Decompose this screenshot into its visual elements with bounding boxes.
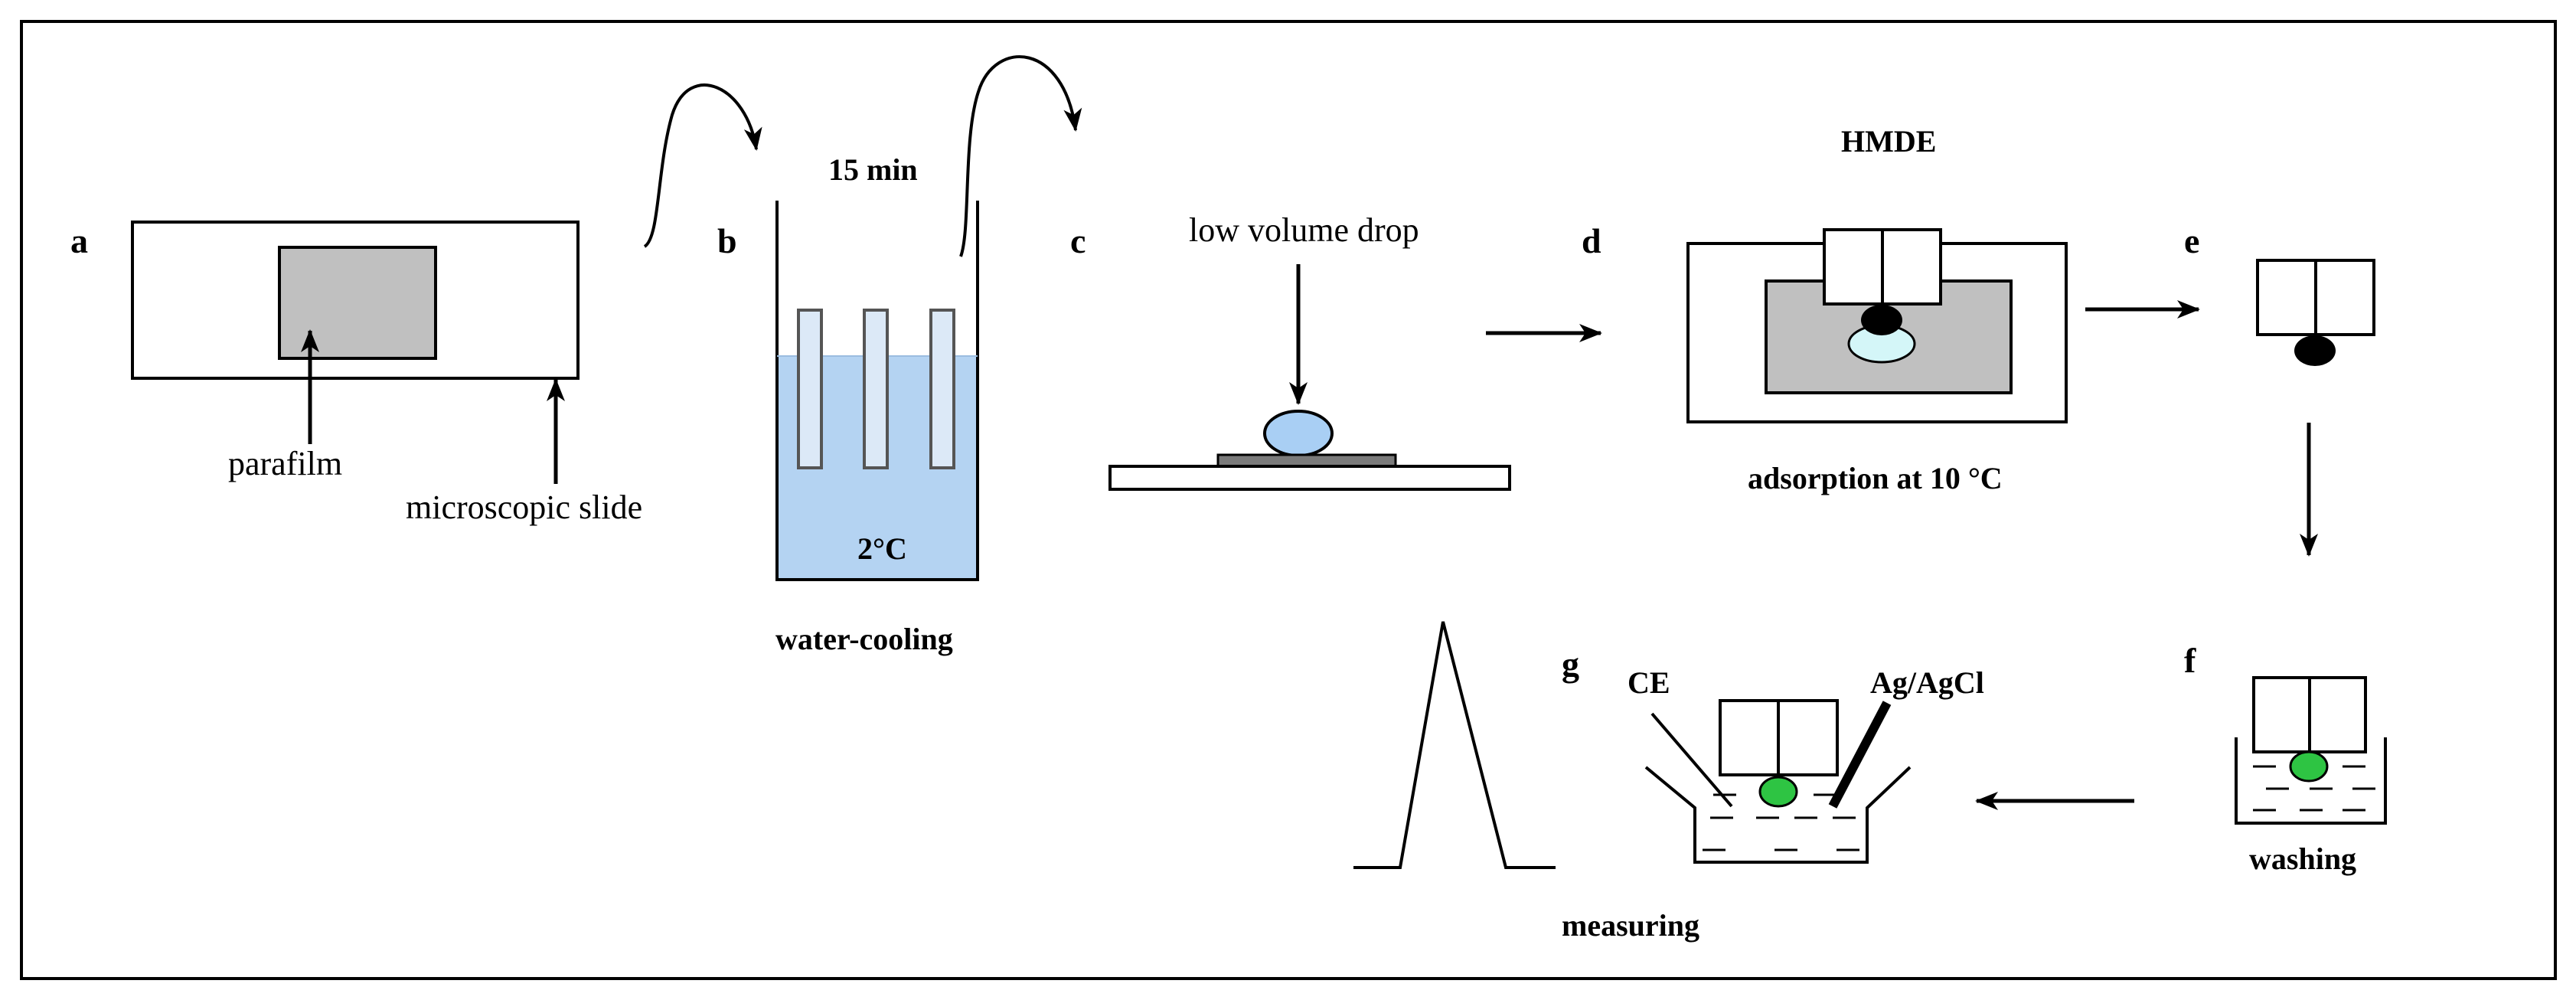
time-label: 15 min [828, 152, 918, 187]
voltammetric-peak [1353, 621, 1556, 869]
tube-3 [929, 309, 955, 469]
glass-slide [1108, 465, 1511, 491]
water-bath-container [775, 201, 979, 581]
step-a-label: a [70, 221, 88, 260]
ce-label: CE [1628, 665, 1670, 700]
step-e-label: e [2184, 221, 2199, 260]
low-volume-drop-label: low volume drop [1189, 211, 1419, 249]
washing-label: washing [2249, 842, 2356, 876]
parafilm-strip [1216, 453, 1397, 468]
parafilm-label: parafilm [228, 445, 342, 482]
microscopic-slide-label: microscopic slide [406, 489, 642, 526]
parafilm-patch [278, 246, 437, 360]
water-cooling-label: water-cooling [775, 622, 953, 656]
adsorption-label: adsorption at 10 °C [1748, 461, 2003, 495]
tube-2 [863, 309, 889, 469]
measuring-electrolyte [1703, 793, 1859, 851]
mercury-drop-d [1861, 305, 1902, 335]
step-f-label: f [2184, 641, 2196, 680]
mercury-drop-e [2294, 335, 2336, 366]
measuring-cell [1644, 766, 1912, 864]
curved-arrow-a-b [643, 83, 762, 248]
bath-temperature-label: 2°C [857, 531, 907, 566]
figure-frame [20, 20, 2557, 980]
step-b-label: b [717, 221, 737, 260]
ag-agcl-label: Ag/AgCl [1870, 665, 1984, 700]
hmde-label: HMDE [1841, 124, 1936, 158]
measuring-label: measuring [1562, 908, 1699, 943]
step-c-label: c [1070, 221, 1086, 260]
counter-electrode [1650, 712, 1733, 808]
washing-liquid [2253, 765, 2375, 812]
sample-drop [1263, 410, 1334, 457]
step-g-label: g [1562, 645, 1579, 684]
adsorbed-drop-f [2289, 750, 2329, 783]
curved-arrow-b-c [959, 55, 1082, 257]
reference-electrode [1828, 701, 1892, 809]
tube-1 [797, 309, 823, 469]
washing-container [2235, 737, 2387, 825]
step-d-label: d [1582, 221, 1601, 260]
adsorbed-drop-g [1758, 776, 1798, 808]
